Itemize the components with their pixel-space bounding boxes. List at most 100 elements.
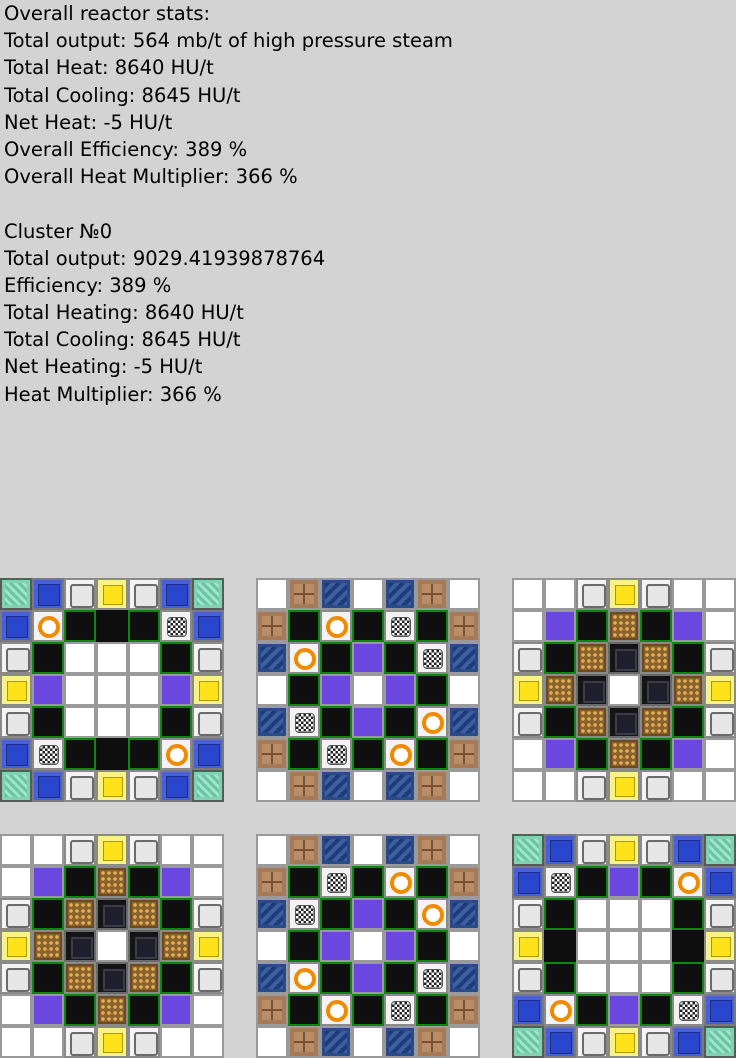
green-framed-black-cell <box>288 994 320 1026</box>
brown-frame-cell <box>288 1026 320 1058</box>
green-framed-black-cell <box>32 898 64 930</box>
empty-cell <box>608 962 640 994</box>
stats-line: Total Cooling: 8645 HU/t <box>4 328 241 352</box>
blue-block-cell <box>512 866 544 898</box>
purple-cell <box>32 994 64 1026</box>
empty-cell <box>640 930 672 962</box>
yellow-block-cell <box>608 1026 640 1058</box>
glowstone-cell <box>576 642 608 674</box>
blue-block-cell <box>32 578 64 610</box>
glowstone-cell <box>640 706 672 738</box>
navy-block-cell <box>384 1026 416 1058</box>
empty-cell <box>544 770 576 802</box>
obsidian-cell <box>576 674 608 706</box>
empty-cell <box>576 962 608 994</box>
yellow-block-cell <box>192 930 224 962</box>
white-vessel-cell <box>192 898 224 930</box>
green-framed-black-cell <box>288 866 320 898</box>
purple-cell <box>160 674 192 706</box>
navy-block-cell <box>256 962 288 994</box>
reactor-layer-2 <box>256 578 480 802</box>
reactor-layer-4 <box>0 834 224 1058</box>
reactor-layer-1 <box>0 578 224 802</box>
green-framed-black-cell <box>64 610 96 642</box>
navy-block-cell <box>320 1026 352 1058</box>
glowstone-cell <box>64 898 96 930</box>
yellow-block-cell <box>192 674 224 706</box>
white-vessel-cell <box>64 1026 96 1058</box>
stats-line: Heat Multiplier: 366 % <box>4 382 222 406</box>
brown-frame-cell <box>256 610 288 642</box>
blue-block-cell <box>0 610 32 642</box>
empty-cell <box>96 706 128 738</box>
glowstone-cell <box>576 706 608 738</box>
empty-cell <box>192 866 224 898</box>
yellow-block-cell <box>0 674 32 706</box>
stats-line: Total Heating: 8640 HU/t <box>4 301 244 325</box>
purple-cell <box>352 642 384 674</box>
black-cell <box>96 610 128 642</box>
checker-cell <box>32 738 64 770</box>
teal-block-cell <box>704 834 736 866</box>
purple-cell <box>320 930 352 962</box>
green-framed-black-cell <box>640 866 672 898</box>
green-framed-black-cell <box>640 994 672 1026</box>
empty-cell <box>448 1026 480 1058</box>
green-framed-black-cell <box>416 994 448 1026</box>
empty-cell <box>192 1026 224 1058</box>
orange-ring-cell <box>416 706 448 738</box>
black-cell <box>544 930 576 962</box>
green-framed-black-cell <box>384 706 416 738</box>
green-framed-black-cell <box>288 930 320 962</box>
green-framed-black-cell <box>352 994 384 1026</box>
orange-ring-cell <box>384 866 416 898</box>
green-framed-black-cell <box>672 642 704 674</box>
green-framed-black-cell <box>128 738 160 770</box>
green-framed-black-cell <box>384 898 416 930</box>
empty-cell <box>352 930 384 962</box>
green-framed-black-cell <box>64 866 96 898</box>
glowstone-cell <box>128 962 160 994</box>
brown-frame-cell <box>288 834 320 866</box>
empty-cell <box>608 898 640 930</box>
purple-cell <box>32 674 64 706</box>
green-framed-black-cell <box>672 706 704 738</box>
brown-frame-cell <box>416 578 448 610</box>
empty-cell <box>128 642 160 674</box>
green-framed-black-cell <box>128 610 160 642</box>
stats-line: Total output: 564 mb/t of high pressure … <box>4 29 453 53</box>
navy-block-cell <box>256 706 288 738</box>
white-vessel-cell <box>576 1026 608 1058</box>
glowstone-cell <box>608 610 640 642</box>
empty-cell <box>640 962 672 994</box>
empty-cell <box>256 770 288 802</box>
empty-cell <box>256 1026 288 1058</box>
stats-line: Total Heat: 8640 HU/t <box>4 56 214 80</box>
white-vessel-cell <box>128 1026 160 1058</box>
obsidian-cell <box>608 642 640 674</box>
empty-cell <box>0 834 32 866</box>
glowstone-cell <box>128 898 160 930</box>
obsidian-cell <box>96 962 128 994</box>
empty-cell <box>0 994 32 1026</box>
empty-cell <box>448 834 480 866</box>
purple-cell <box>160 866 192 898</box>
yellow-block-cell <box>608 578 640 610</box>
teal-block-cell <box>512 1026 544 1058</box>
green-framed-black-cell <box>576 610 608 642</box>
stats-spacer <box>4 190 453 217</box>
yellow-block-cell <box>96 578 128 610</box>
empty-cell <box>672 770 704 802</box>
green-framed-black-cell <box>352 866 384 898</box>
checker-cell <box>288 706 320 738</box>
glowstone-cell <box>96 866 128 898</box>
green-framed-black-cell <box>416 866 448 898</box>
empty-cell <box>64 706 96 738</box>
reactor-layer-5 <box>256 834 480 1058</box>
glowstone-cell <box>608 738 640 770</box>
blue-block-cell <box>160 578 192 610</box>
white-vessel-cell <box>576 834 608 866</box>
black-cell <box>672 930 704 962</box>
white-vessel-cell <box>512 642 544 674</box>
orange-ring-cell <box>32 610 64 642</box>
